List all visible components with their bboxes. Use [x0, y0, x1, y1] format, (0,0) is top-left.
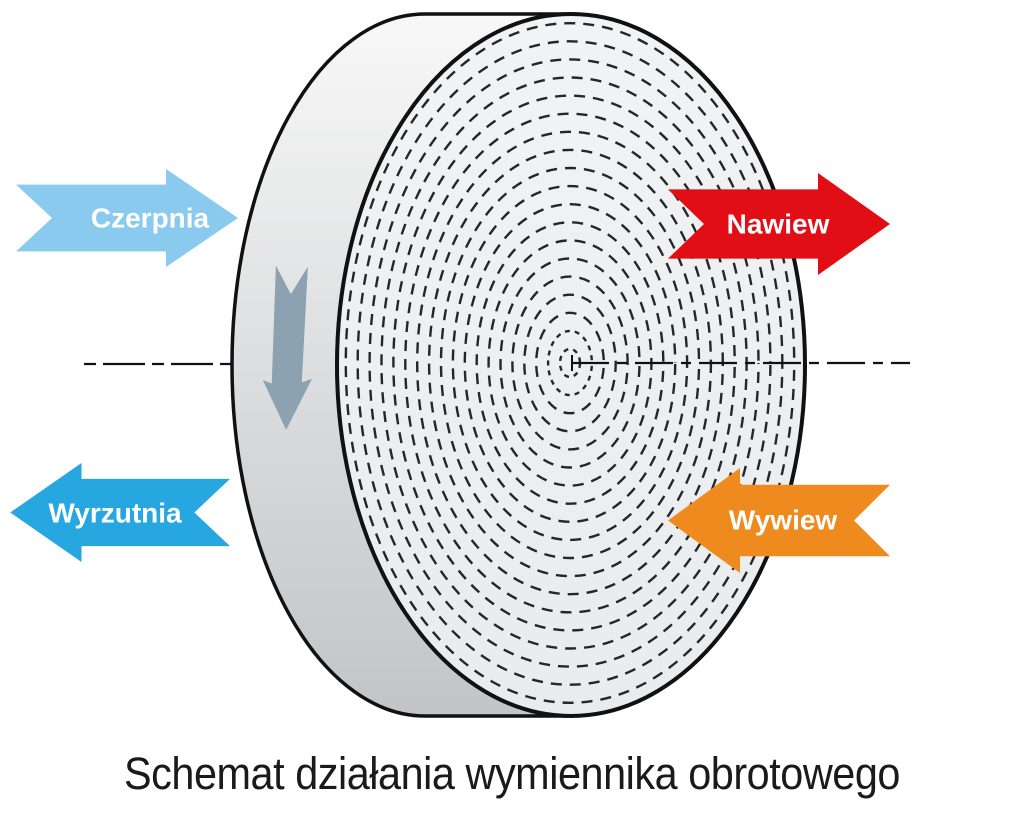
matrix-ring [499, 257, 641, 469]
wywiew-arrow-icon [668, 468, 890, 573]
wywiew-label: Wywiew [729, 505, 838, 536]
czerpnia-arrow-icon [16, 169, 238, 267]
wyrzutnia-label: Wyrzutnia [48, 498, 182, 529]
arrow-nawiew: Nawiew [668, 173, 890, 275]
matrix-ring [523, 293, 617, 433]
matrix-ring [404, 112, 736, 614]
arrow-wywiew: Wywiew [668, 468, 890, 573]
wyrzutnia-arrow-icon [10, 463, 230, 562]
nawiew-arrow-icon [668, 173, 890, 275]
rotation-arrow-icon [262, 265, 312, 430]
nawiew-label: Nawiew [727, 209, 830, 240]
matrix-ring [463, 202, 677, 524]
matrix-ring [380, 76, 760, 650]
matrix-ring [511, 275, 629, 451]
matrix-ring [475, 221, 665, 505]
matrix-ring [344, 22, 796, 704]
wheel-face-outline [335, 12, 807, 718]
arrow-wyrzutnia: Wyrzutnia [10, 463, 230, 562]
matrix-ring [535, 311, 606, 415]
matrix-ring [546, 329, 594, 397]
matrix-ring [439, 166, 701, 560]
diagram-caption: Schemat działania wymiennika obrotowego [123, 748, 900, 799]
czerpnia-label: Czerpnia [91, 203, 210, 234]
arrow-czerpnia: Czerpnia [16, 169, 238, 267]
